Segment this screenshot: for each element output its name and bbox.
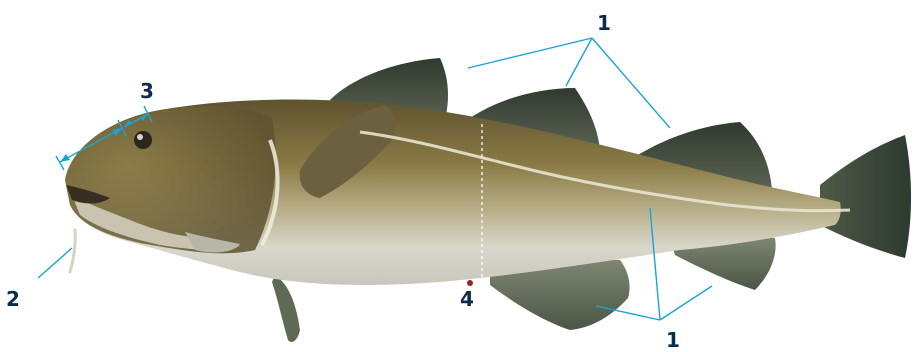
fish-icon [65,58,911,342]
label-eye: 3 [140,79,154,103]
label-barbel: 2 [6,287,20,311]
barbel-leader [38,248,72,278]
fish-head [65,106,276,253]
eye-highlight [137,134,143,140]
pelvic-fin [272,275,300,342]
vent [467,280,473,286]
label-fins-top: 1 [597,11,611,35]
tail-fin [820,135,911,258]
barbel [70,230,75,272]
eye [134,131,152,149]
label-fins-bottom: 1 [666,328,680,352]
label-girth: 4 [460,287,474,311]
